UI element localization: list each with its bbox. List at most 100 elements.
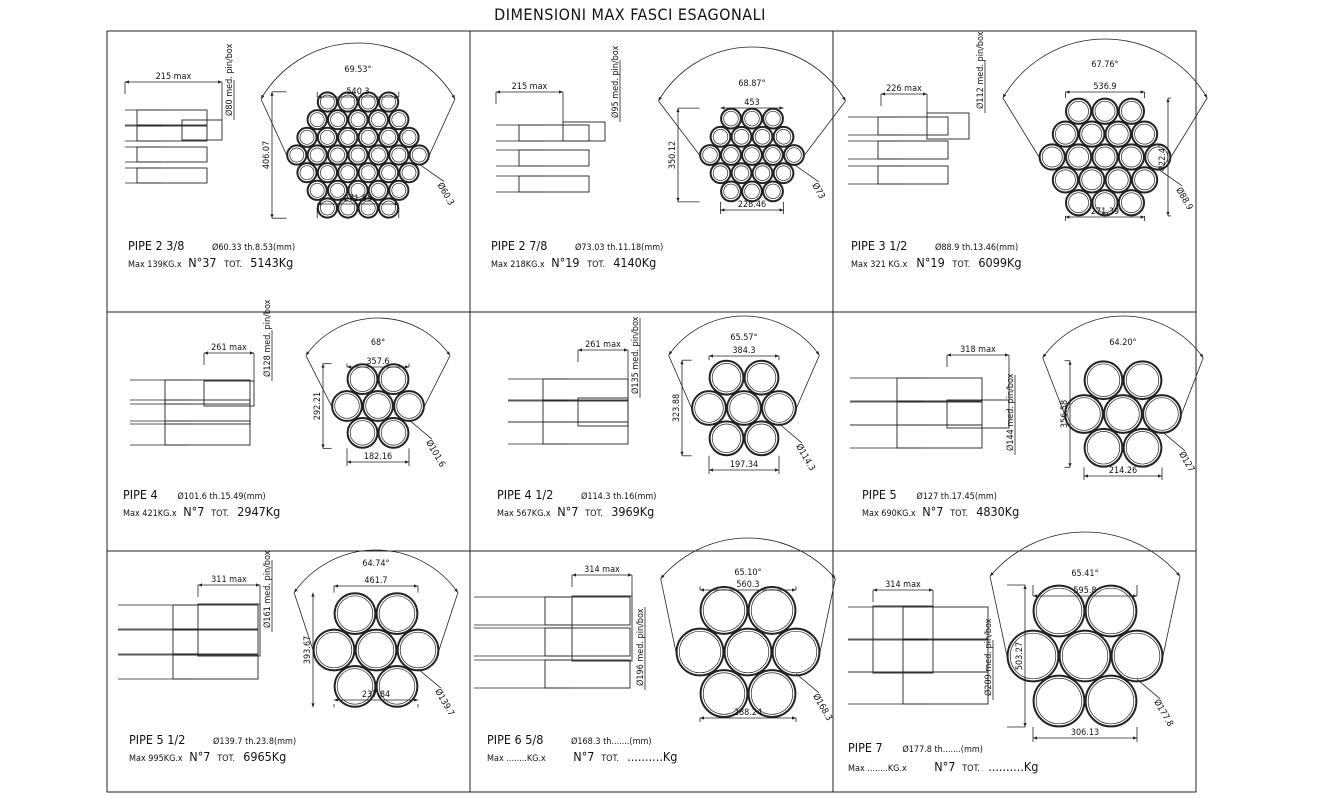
dimension-arrowhead: [1023, 584, 1027, 589]
dimension-arrowhead: [1166, 98, 1170, 103]
length-dimension-label: 318 max: [960, 345, 996, 355]
total-weight: 4140Kg: [613, 255, 656, 270]
dimension-arrowhead: [680, 360, 684, 365]
pipe-outer-circle: [708, 420, 745, 457]
dimension-arrowhead: [572, 573, 576, 577]
pipe-inner-circle: [1134, 169, 1155, 191]
pipe-outer-circle: [743, 359, 780, 396]
pipe-inner-circle: [723, 147, 739, 163]
pipe-inner-circle: [1041, 146, 1063, 168]
pipe-inner-circle: [371, 147, 386, 163]
angle-ray: [260, 98, 287, 156]
total-weight: 5143Kg: [250, 255, 293, 270]
pipe-outer-circle: [699, 669, 749, 718]
pipe-inner-circle: [371, 182, 386, 198]
pipe-inner-circle: [711, 363, 742, 393]
pipe-inner-circle: [340, 129, 356, 145]
pipe-outer-circle: [306, 144, 328, 166]
dimension-arrowhead: [676, 108, 680, 113]
pipe-outer-circle: [720, 144, 742, 166]
pipe-outer-circle: [1058, 629, 1112, 683]
pipe-inner-circle: [1125, 363, 1160, 397]
pipe-inner-circle: [381, 94, 396, 110]
pipe-outer-circle: [296, 162, 318, 184]
max-weight-label: Max ........KG.x: [848, 764, 907, 774]
pipe-inner-circle: [1081, 169, 1103, 191]
diameter-label: Ø114.3: [793, 442, 817, 473]
dimension-arrowhead: [204, 351, 208, 355]
pipe-outer-circle: [1032, 584, 1086, 638]
height-dimension-label: 406.07: [262, 141, 272, 169]
dimension-arrowhead: [270, 214, 274, 219]
pipe-inner-circle: [360, 129, 376, 145]
pipe-outer-circle: [337, 197, 359, 219]
angle-ray: [989, 576, 1008, 657]
pipe-outer-circle: [1104, 120, 1132, 148]
pipe-inner-circle: [726, 630, 770, 674]
pipe-outer-circle: [1122, 360, 1163, 401]
pipe-outer-circle: [709, 125, 732, 148]
pipe-name: PIPE 2 7/8: [491, 238, 547, 253]
tool-joint-box: [136, 125, 208, 142]
pipe-inner-circle: [1107, 169, 1129, 191]
pipe-outer-circle: [1144, 143, 1172, 171]
pipe-outer-circle: [743, 420, 780, 457]
bottom-dimension-label: 228.46: [738, 200, 766, 210]
total-label: TOT.: [216, 754, 235, 764]
pipe-inner-circle: [754, 129, 771, 145]
dimension-arrowhead: [414, 584, 418, 588]
pipe-outer-circle: [378, 197, 400, 219]
pin-box-profile: [946, 399, 1010, 429]
pipe-inner-circle: [765, 147, 781, 163]
total-label: TOT.: [600, 754, 619, 764]
dimension-arrowhead: [842, 96, 846, 101]
pipe-name: PIPE 2 3/8: [128, 238, 184, 253]
angle-arc: [658, 46, 846, 102]
pipe-inner-circle: [702, 672, 746, 715]
pipe-inner-circle: [381, 200, 396, 216]
pipe-spec: Ø101.6 th.15.49(mm): [177, 491, 265, 502]
od-dimension-label: Ø144 med. pin/box: [1005, 373, 1016, 451]
dimension-arrowhead: [454, 588, 458, 593]
dimension-arrowhead: [334, 698, 338, 702]
max-weight-label: Max 139KG.x: [128, 260, 182, 270]
dimension-arrowhead: [1203, 93, 1208, 98]
diameter-leader: [793, 164, 819, 182]
pipe-outer-circle: [762, 180, 784, 203]
tool-joint-box: [877, 165, 949, 185]
pipe-inner-circle: [775, 165, 792, 181]
od-dimension-label: Ø209 med. pin/box: [983, 618, 994, 696]
pipe-outer-circle: [675, 627, 725, 677]
pipe-inner-circle: [380, 420, 407, 446]
tool-joint-box: [518, 124, 590, 142]
pipe-inner-circle: [712, 165, 729, 181]
pipe-outer-circle: [331, 390, 363, 422]
dimension-arrowhead: [1084, 474, 1088, 478]
pipe-outer-circle: [388, 179, 410, 201]
pipe-outer-circle: [337, 162, 359, 184]
dimension-arrowhead: [1199, 353, 1204, 358]
pipe-outer-circle: [354, 628, 398, 672]
pipe-outer-circle: [1117, 97, 1146, 125]
pipe-inner-circle: [349, 366, 376, 392]
length-dimension-label: 311 max: [211, 575, 247, 585]
pipe-inner-circle: [1035, 677, 1083, 725]
pipe-outer-circle: [316, 162, 338, 184]
angle-ray: [668, 355, 692, 409]
pipe-outer-circle: [771, 627, 821, 677]
pipe-inner-circle: [1094, 146, 1116, 168]
dimension-arrowhead: [125, 80, 129, 84]
pipe-outer-circle: [316, 197, 338, 219]
pipe-outer-circle: [708, 359, 745, 396]
pipe-spec: Ø139.7 th.23.8(mm): [213, 736, 296, 747]
pipe-outer-circle: [1065, 143, 1093, 171]
diameter-leader: [417, 668, 442, 689]
angle-ray: [804, 100, 846, 156]
